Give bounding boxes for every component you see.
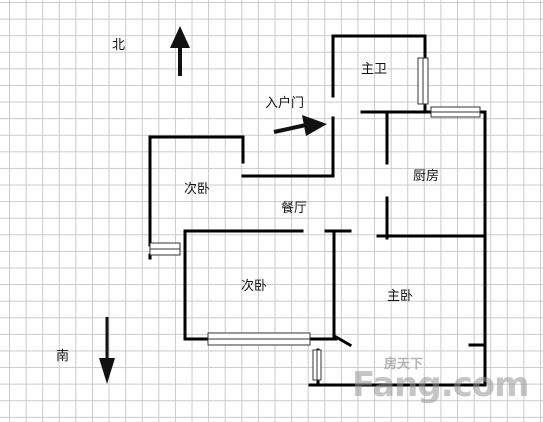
wall-master-bottom <box>333 334 353 348</box>
north-arrow-icon <box>170 26 190 76</box>
second-bedroom-top-label: 次卧 <box>184 182 211 197</box>
wall-bed2-top <box>148 135 245 247</box>
master-bath-label: 主卫 <box>361 62 388 77</box>
south-label: 南 <box>56 349 70 364</box>
watermark-logo: 房天下 Fang.com <box>346 355 530 405</box>
north-label: 北 <box>112 38 126 53</box>
entrance-arrow-icon <box>273 115 327 136</box>
wall-bed3-left <box>183 229 304 341</box>
kitchen-label: 厨房 <box>413 169 440 184</box>
wall-master-bath <box>331 34 427 98</box>
second-bedroom-bottom-label: 次卧 <box>241 279 268 294</box>
master-bedroom-label: 主卧 <box>387 289 414 304</box>
watermark-brand-cn: 房天下 <box>384 357 424 372</box>
dining-hall-label: 餐厅 <box>281 201 308 216</box>
south-arrow-icon <box>99 317 115 384</box>
watermark-brand-en: Fang.com <box>352 365 530 405</box>
entrance-label: 入户门 <box>265 96 305 111</box>
